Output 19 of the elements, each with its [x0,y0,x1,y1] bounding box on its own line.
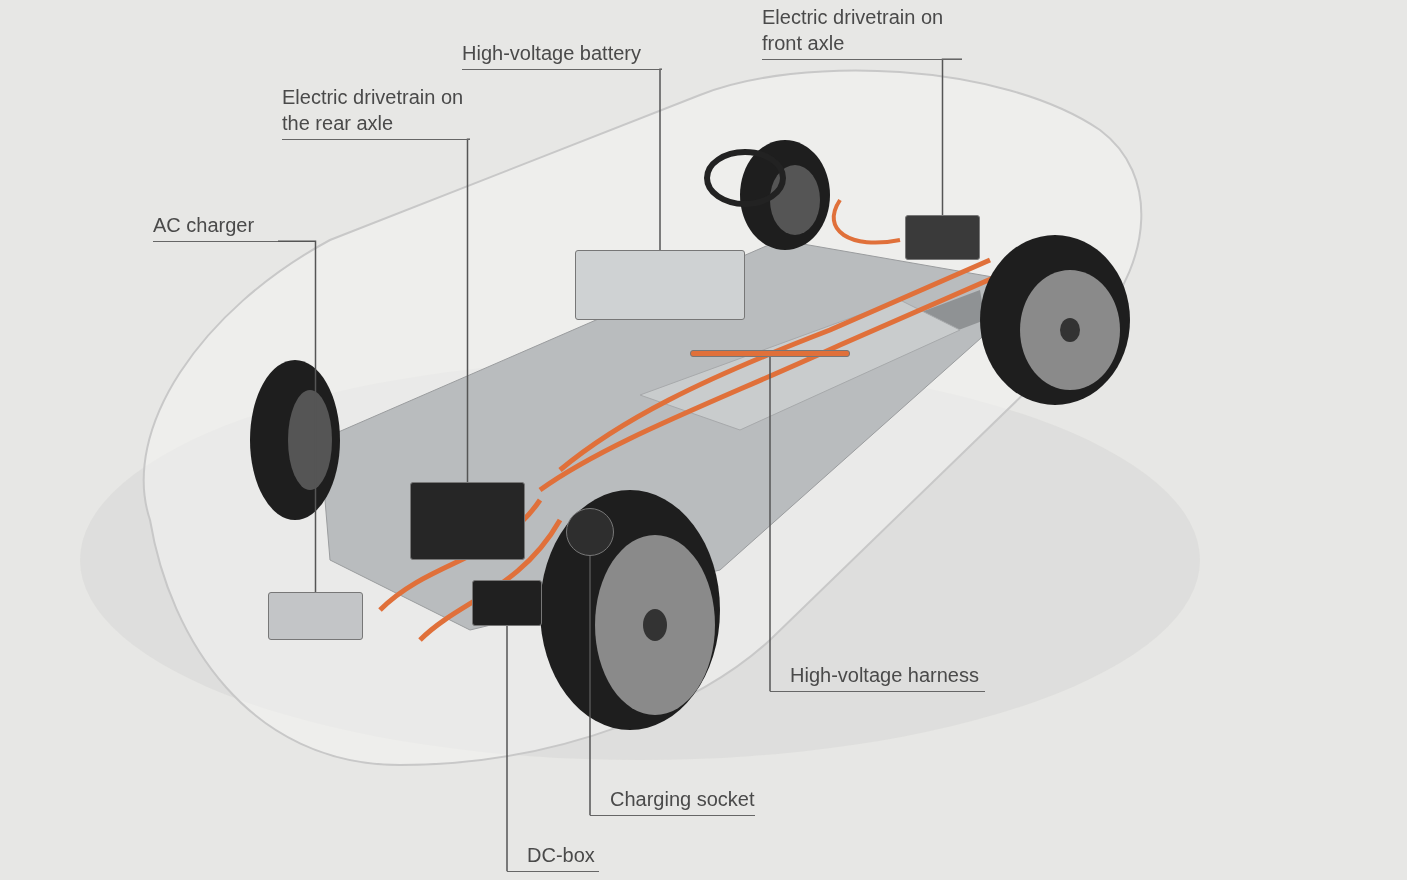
rear-motor [410,482,525,560]
leader-line [506,625,508,872]
cable-harness [690,350,850,357]
part-label: Electric drivetrain on the rear axle [282,84,470,140]
part-label: Charging socket [590,786,755,816]
part-label: High-voltage battery [462,40,662,70]
part-label: AC charger [153,212,278,242]
dc-box [472,580,542,626]
part-label: DC-box [507,842,599,872]
leader-line [769,356,771,692]
battery-pack [575,250,745,320]
charger-unit [268,592,363,640]
leader-line [659,68,663,251]
front-motor [905,215,980,260]
leader-line [466,138,471,483]
part-label: Electric drivetrain on front axle [762,4,962,60]
leader-line [277,240,317,593]
leader-line [589,555,591,816]
part-label: High-voltage harness [770,662,985,692]
